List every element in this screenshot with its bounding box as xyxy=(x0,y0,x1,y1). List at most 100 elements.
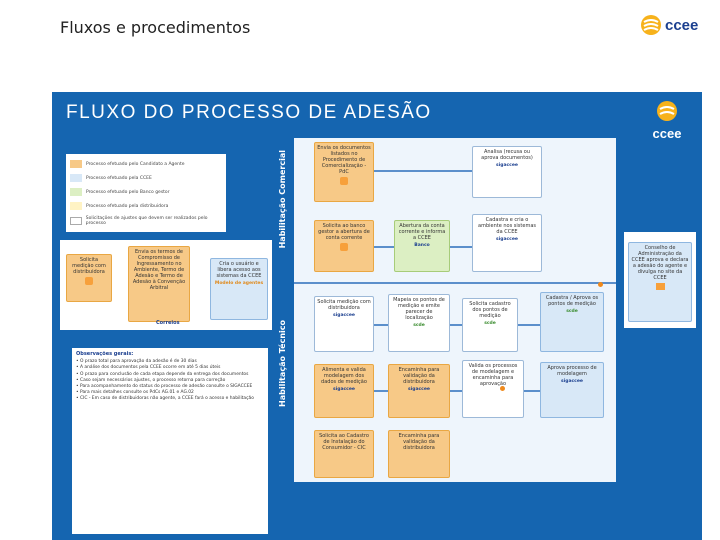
connector-line xyxy=(374,324,388,326)
valida-box: Valida os processos de modelagem e encam… xyxy=(462,360,524,418)
observation-item: • Para acompanhamento do status do proce… xyxy=(76,384,253,390)
connector-line xyxy=(374,170,472,172)
ccee-logo-icon xyxy=(657,101,677,121)
ccee-logo: ccee xyxy=(640,14,698,36)
connector-line xyxy=(294,282,616,284)
box-badge: scde xyxy=(566,309,578,314)
legend-label: Processo efetuado pela distribuidora xyxy=(86,203,169,209)
junction-dot xyxy=(500,386,505,391)
box-text: Valida os processos de modelagem e encam… xyxy=(468,363,518,387)
cadastra-box: Cadastra e cria o ambiente nos sistemas … xyxy=(472,214,542,272)
box-text: Solicita cadastro dos pontos de medição xyxy=(469,301,511,319)
box-text: Abertura da conta corrente e informa a C… xyxy=(398,223,446,241)
solicita-garantia-box: Solicita ao banco gestor a abertura de c… xyxy=(314,220,374,272)
section-label-tecnico: Habilitação Técnico xyxy=(278,320,287,407)
box-text: Encaminha para validação da distribuidor… xyxy=(398,367,440,385)
box-badge: Banco xyxy=(414,243,430,248)
box-text: Cria o usuário e libera acesso aos siste… xyxy=(216,261,262,279)
legend-item: Solicitações de ajustes que devem ser re… xyxy=(70,216,226,226)
observation-item: • A análise dos documentos pela CCEE oco… xyxy=(76,365,221,371)
box-text: Cadastra / Aprova os pontos de medição xyxy=(545,295,599,307)
cadastra-aprova-box: Cadastra / Aprova os pontos de medição sc… xyxy=(540,292,604,352)
person-icon xyxy=(85,277,93,285)
diagram-title: FLUXO DO PROCESSO DE ADESÃO xyxy=(66,102,432,123)
abertura-conta-box: Abertura da conta corrente e informa a C… xyxy=(394,220,450,272)
connector-line xyxy=(524,390,540,392)
legend-swatch xyxy=(70,217,82,225)
legend-label: Processo efetuado pelo Candidato a Agent… xyxy=(86,161,185,167)
observation-item: • O prazo para conclusão de cada etapa d… xyxy=(76,371,249,377)
box-text: Encaminha para validação da distribuidor… xyxy=(398,433,440,451)
cria-login-box: Cria o usuário e libera acesso aos siste… xyxy=(210,258,268,320)
legend-item: Processo efetuado pela CCEE xyxy=(70,174,152,182)
analisa-box: Analisa (recusa ou aprova documentos) sig… xyxy=(472,146,542,198)
diagram-logo-text: ccee xyxy=(652,126,682,141)
observation-item: • CIC - Em caso de distribuidoras não ag… xyxy=(76,396,254,402)
diagram-logo: ccee xyxy=(642,100,692,141)
correios-logo: Correios xyxy=(156,320,180,326)
box-text: Cadastra e cria o ambiente nos sistemas … xyxy=(478,217,536,235)
mapeia-box: Mapeia os pontos de medição e emite pare… xyxy=(388,294,450,352)
box-text: Solicita ao Cadastro de Instalação do Co… xyxy=(319,433,369,451)
solicita-distribuidora-box: Solicita medição com distribuidora sigacc… xyxy=(314,296,374,352)
box-text: Analisa (recusa ou aprova documentos) xyxy=(481,149,533,161)
legend-label: Processo efetuado pelo Banco gestor xyxy=(86,189,170,195)
observations-panel: Observações gerais: • O prazo total para… xyxy=(72,348,268,534)
box-text: Envia os documentos listados no Procedim… xyxy=(317,145,371,175)
box-badge: sigaccee xyxy=(333,313,355,318)
encaminha-box: Encaminha para validação da distribuidor… xyxy=(388,364,450,418)
logo-text: ccee xyxy=(665,16,699,34)
ccee-logo-icon xyxy=(641,15,661,35)
box-badge: Modelo de agentes xyxy=(214,281,264,286)
box-badge: sigaccee xyxy=(496,237,518,242)
connector-line xyxy=(374,390,388,392)
box-badge: scde xyxy=(484,321,496,326)
legend-panel: Processo efetuado pelo Candidato a Agent… xyxy=(66,154,226,232)
envia-docs-box: Envia os documentos listados no Procedim… xyxy=(314,142,374,202)
legend-swatch xyxy=(70,174,82,182)
legend-swatch xyxy=(70,202,82,210)
connector-line xyxy=(450,390,462,392)
solicita-sistema-box: Solicita ao Cadastro de Instalação do Co… xyxy=(314,430,374,478)
box-text: Aprova processo de modelagem xyxy=(547,365,597,377)
website-icon xyxy=(655,283,665,290)
box-badge: sigaccee xyxy=(561,379,583,384)
box-text: Conselho de Administração da CCEE aprova… xyxy=(631,245,689,281)
legend-item: Processo efetuado pelo Candidato a Agent… xyxy=(70,160,185,168)
conselho-box: Conselho de Administração da CCEE aprova… xyxy=(628,242,692,322)
box-text: Solicita ao banco gestor a abertura de c… xyxy=(318,223,370,241)
observation-item: • O prazo total para aprovação da adesão… xyxy=(76,359,197,365)
encaminha-valid-box: Encaminha para validação da distribuidor… xyxy=(388,430,450,478)
box-text: Solicita medição com distribuidora xyxy=(317,299,371,311)
observation-item: • Para mais detalhes consulte os PdCs AG… xyxy=(76,390,194,396)
box-badge: sigaccee xyxy=(496,163,518,168)
connector-line xyxy=(450,324,462,326)
person-icon xyxy=(340,243,348,251)
legend-swatch xyxy=(70,188,82,196)
connector-line xyxy=(374,246,394,248)
start-box: Solicita medição com distribuidora xyxy=(66,254,112,302)
box-text: Envia os termos de Compromisso de Ingres… xyxy=(132,249,186,291)
legend-item: Processo efetuado pelo Banco gestor xyxy=(70,188,170,196)
start-panel: Solicita medição com distribuidora Envia… xyxy=(60,240,272,330)
box-badge: scde xyxy=(413,323,425,328)
conclusion-panel: Conselho de Administração da CCEE aprova… xyxy=(624,232,696,328)
solicita-cadastro-box: Solicita cadastro dos pontos de medição s… xyxy=(462,298,518,352)
connector-line xyxy=(518,324,540,326)
legend-label: Solicitações de ajustes que devem ser re… xyxy=(85,216,208,226)
slide-title: Fluxos e procedimentos xyxy=(60,18,251,37)
box-badge: sigaccee xyxy=(333,387,355,392)
box-text: Mapeia os pontos de medição e emite pare… xyxy=(393,297,445,321)
connector-line xyxy=(450,246,472,248)
process-diagram: FLUXO DO PROCESSO DE ADESÃO ccee Process… xyxy=(52,92,702,540)
box-text: Solicita medição com distribuidora xyxy=(72,257,106,275)
observations-title: Observações gerais: xyxy=(76,351,134,357)
legend-swatch xyxy=(70,160,82,168)
observation-item: • Caso sejam necessários ajustes, o proc… xyxy=(76,377,226,383)
legend-label: Processo efetuado pela CCEE xyxy=(86,175,152,181)
junction-dot xyxy=(598,282,603,287)
person-icon xyxy=(340,177,348,185)
legend-item: Processo efetuado pela distribuidora xyxy=(70,202,168,210)
box-badge: sigaccee xyxy=(408,387,430,392)
main-process-area: Envia os documentos listados no Procedim… xyxy=(294,138,616,482)
